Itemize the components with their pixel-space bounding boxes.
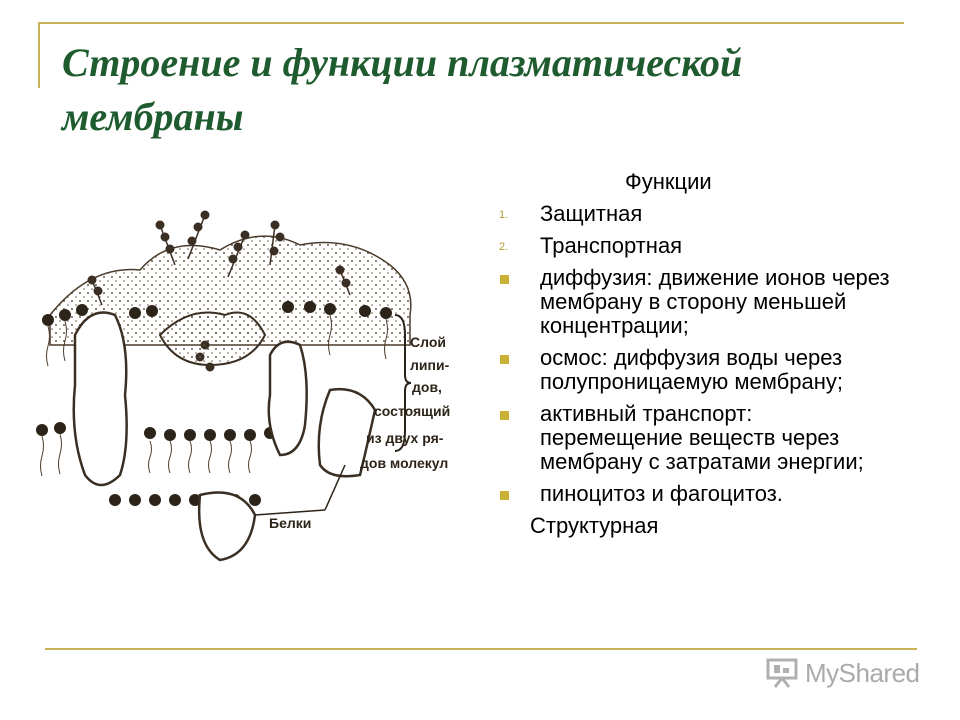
lipid-heads-middle: [36, 422, 276, 441]
protein-left: [72, 311, 128, 487]
membrane-diagram: Слой липи- дов, состоящий из двух ря- до…: [36, 210, 450, 562]
lipid-label-line-4: состоящий: [374, 403, 450, 419]
lipid-label-line-3: дов,: [412, 379, 442, 395]
lipid-label-line-1: Слой: [410, 334, 446, 350]
presentation-board-icon: [766, 658, 798, 688]
functions-heading: Функции: [625, 169, 712, 194]
list-item: диффузия: движение ионов через мембрану …: [497, 266, 897, 338]
item-text: Защитная: [540, 201, 643, 226]
bullet-square-icon: [500, 411, 509, 420]
list-item: активный транспорт: перемещение веществ …: [497, 402, 897, 474]
list-item: пиноцитоз и фагоцитоз.: [497, 482, 897, 506]
slide-title: Строение и функции плазматической мембра…: [62, 40, 743, 139]
item-text: пиноцитоз и фагоцитоз.: [540, 481, 783, 506]
left-rule: [38, 22, 40, 88]
item-text: диффузия: движение ионов через мембрану …: [540, 265, 890, 338]
item-text: осмос: диффузия воды через полупроницаем…: [540, 345, 843, 394]
last-function: Структурная: [530, 513, 659, 538]
item-text: активный транспорт: перемещение веществ …: [540, 401, 864, 474]
lipid-label-line-5: из двух ря-: [366, 430, 444, 446]
watermark-logo: MyShared: [765, 656, 925, 690]
functions-list: Функции 1. Защитная 2. Транспортная дифф…: [497, 170, 897, 538]
lipid-heads-top: [42, 301, 392, 326]
protein-right: [198, 340, 377, 562]
protein-middle: [158, 311, 267, 367]
watermark-text: MyShared: [805, 658, 920, 688]
item-number: 1.: [499, 209, 509, 221]
bullet-square-icon: [500, 275, 509, 284]
glycocalyx-layer: [49, 235, 412, 346]
list-item: 2. Транспортная: [497, 234, 897, 258]
bullet-square-icon: [500, 491, 509, 500]
bullet-square-icon: [500, 355, 509, 364]
lipid-label-line-6: дов молекул: [360, 455, 448, 471]
lipid-label-line-2: липи-: [410, 357, 450, 373]
lipid-bracket: [254, 314, 412, 516]
item-number: 2.: [499, 241, 509, 253]
top-rule: [38, 22, 904, 24]
protein-label: Белки: [269, 515, 311, 531]
diagram-labels: Слой липи- дов, состоящий из двух ря- до…: [269, 334, 450, 531]
list-item: 1. Защитная: [497, 202, 897, 226]
item-text: Транспортная: [540, 233, 683, 258]
list-item: осмос: диффузия воды через полупроницаем…: [497, 346, 897, 394]
bottom-rule: [45, 648, 917, 650]
lipid-tails: [40, 314, 388, 477]
